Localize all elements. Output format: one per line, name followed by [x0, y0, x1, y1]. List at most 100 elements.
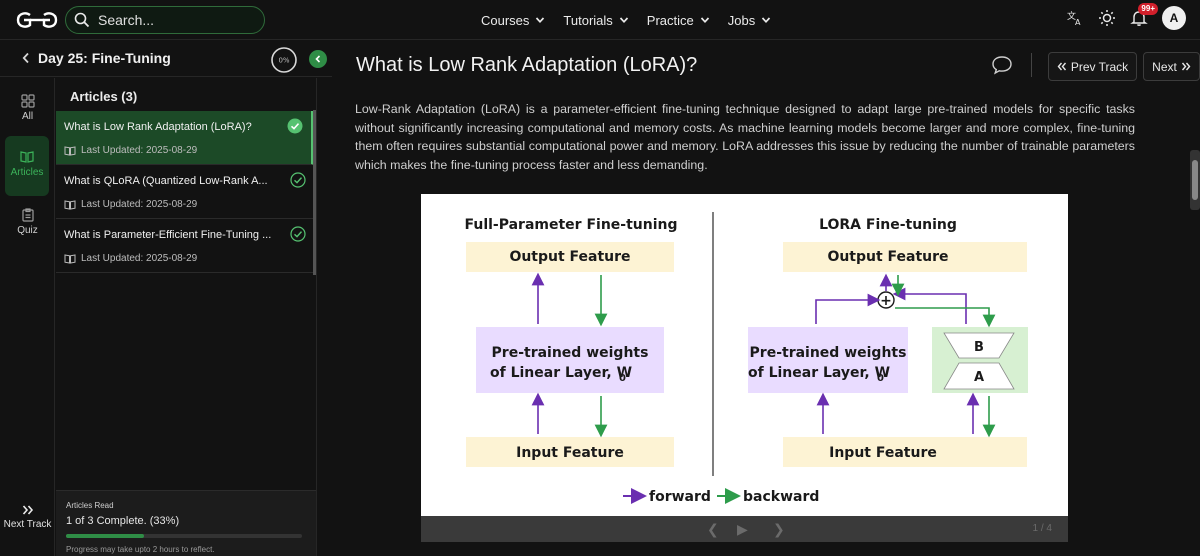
track-title-text: Day 25: Fine-Tuning — [38, 50, 171, 66]
lora-a-matrix — [943, 362, 1015, 390]
right-input-box — [783, 437, 1027, 467]
comment-icon[interactable] — [991, 55, 1013, 75]
right-title: LORA Fine-tuning — [819, 217, 957, 233]
gfg-logo-icon[interactable] — [16, 9, 58, 31]
lora-a-label: A — [974, 370, 984, 385]
svg-text:文: 文 — [1067, 10, 1076, 22]
translate-icon[interactable]: 文A — [1066, 9, 1084, 27]
progress-ring: 0% — [271, 47, 297, 73]
left-weights-box — [476, 327, 664, 393]
sum-node-label: + — [880, 293, 892, 309]
lora-b-matrix — [943, 332, 1015, 359]
svg-text:A: A — [1075, 18, 1081, 27]
article-paragraph: Low-Rank Adaptation (LoRA) is a paramete… — [355, 102, 1135, 172]
next-label: Next — [1152, 59, 1177, 74]
article-title: What is QLoRA (Quantized Low-Rank A... — [64, 175, 268, 187]
search-input[interactable]: Search... — [98, 12, 155, 28]
article-date-text: Last Updated: 2025-08-29 — [81, 253, 198, 264]
articles-scrollbar[interactable] — [313, 110, 316, 275]
article-item[interactable]: What is Parameter-Efficient Fine-Tuning … — [56, 219, 314, 273]
rail-item-all[interactable]: All — [0, 94, 55, 122]
backward-arrow — [895, 307, 996, 328]
prev-track-button[interactable]: Prev Track — [1048, 52, 1137, 81]
article-date: Last Updated: 2025-08-29 — [64, 145, 197, 156]
progress-bar — [66, 534, 302, 538]
left-weights-sub: 0 — [619, 373, 626, 384]
content-type-rail: All Articles Quiz — [0, 78, 55, 556]
chevron-down-icon — [762, 17, 771, 24]
article-date: Last Updated: 2025-08-29 — [64, 253, 197, 264]
left-weights-line2: of Linear Layer, W — [490, 365, 632, 381]
article-title: What is Low Rank Adaptation (LoRA)? — [64, 121, 252, 133]
page-title: What is Low Rank Adaptation (LoRA)? — [356, 54, 698, 76]
theme-toggle-icon[interactable] — [1098, 9, 1116, 27]
rail-item-quiz[interactable]: Quiz — [0, 208, 55, 236]
next-slide-icon[interactable]: ❯ — [773, 521, 785, 537]
lora-diagram-svg: Full-Parameter Fine-tuning Output Featur… — [464, 212, 1028, 505]
book-open-icon — [64, 253, 76, 264]
left-output-label: Output Feature — [509, 249, 630, 265]
progress-bar-fill — [66, 534, 144, 538]
progress-card-status: 1 of 3 Complete. (33%) — [66, 515, 180, 527]
figure-controls: ❮ ▶ ❯ 1 / 4 — [421, 516, 1068, 542]
article-item[interactable]: What is Low Rank Adaptation (LoRA)? Last… — [56, 111, 314, 165]
right-input-label: Input Feature — [829, 445, 937, 461]
progress-card: Articles Read 1 of 3 Complete. (33%) Pro… — [56, 490, 316, 556]
legend-backward-label: backward — [743, 489, 819, 505]
nav-jobs-label: Jobs — [727, 12, 756, 28]
clipboard-icon — [21, 208, 34, 222]
rail-item-quiz-label: Quiz — [17, 225, 38, 236]
left-input-box — [466, 437, 674, 467]
next-button[interactable]: Next — [1143, 52, 1200, 81]
articles-panel: Articles (3) What is Low Rank Adaptation… — [56, 78, 316, 556]
top-navbar: Search... Courses Tutorials Practice Job… — [0, 0, 1200, 40]
nav-courses-label: Courses — [481, 12, 530, 28]
nav-tutorials[interactable]: Tutorials — [563, 13, 628, 28]
progress-card-note: Progress may take upto 2 hours to reflec… — [66, 545, 215, 554]
grid-icon — [20, 94, 35, 108]
chevron-left-icon — [315, 55, 321, 63]
nav-courses[interactable]: Courses — [481, 13, 545, 28]
article-item[interactable]: What is QLoRA (Quantized Low-Rank A... L… — [56, 165, 314, 219]
track-header: Day 25: Fine-Tuning 0% — [0, 41, 332, 77]
next-track-label: Next Track — [3, 519, 52, 530]
avatar[interactable]: A — [1162, 6, 1186, 30]
lora-b-label: B — [974, 340, 984, 355]
collapse-sidebar-button[interactable] — [309, 50, 327, 68]
right-weights-box — [748, 327, 908, 393]
notifications[interactable]: 99+ — [1130, 3, 1158, 27]
chevron-left-icon — [22, 52, 29, 64]
right-weights-line2: of Linear Layer, W — [748, 365, 890, 381]
left-weights-line1: Pre-trained weights — [492, 345, 649, 361]
nav-jobs[interactable]: Jobs — [728, 13, 771, 28]
legend-forward-label: forward — [649, 489, 711, 505]
prev-slide-icon[interactable]: ❮ — [707, 521, 719, 537]
check-circle-icon — [287, 118, 303, 134]
left-title: Full-Parameter Fine-tuning — [464, 217, 677, 233]
search-bar[interactable]: Search... — [65, 6, 265, 34]
chevron-down-icon — [536, 17, 545, 24]
book-open-icon — [64, 199, 76, 210]
track-title[interactable]: Day 25: Fine-Tuning — [22, 50, 171, 66]
chevron-down-icon — [619, 17, 628, 24]
forward-arrow — [815, 293, 881, 324]
play-icon[interactable]: ▶ — [737, 521, 748, 537]
double-chevron-right-icon — [22, 505, 33, 515]
main-nav: Courses Tutorials Practice Jobs — [481, 0, 771, 40]
right-weights-line1: Pre-trained weights — [750, 345, 907, 361]
articles-heading: Articles (3) — [70, 89, 138, 104]
rail-item-articles[interactable]: Articles — [5, 136, 49, 196]
left-input-label: Input Feature — [516, 445, 624, 461]
next-track-button[interactable]: Next Track — [0, 505, 55, 530]
right-weights-sub: 0 — [877, 373, 884, 384]
lora-diagram: Full-Parameter Fine-tuning Output Featur… — [421, 194, 1068, 516]
nav-tutorials-label: Tutorials — [563, 12, 613, 28]
slide-pager: 1 / 4 — [1032, 523, 1052, 534]
progress-card-label: Articles Read — [66, 501, 114, 510]
right-output-box — [783, 242, 1027, 272]
nav-practice[interactable]: Practice — [647, 13, 710, 28]
article-date: Last Updated: 2025-08-29 — [64, 199, 197, 210]
page-scrollbar-thumb[interactable] — [1192, 160, 1198, 200]
rail-item-all-label: All — [21, 111, 34, 122]
